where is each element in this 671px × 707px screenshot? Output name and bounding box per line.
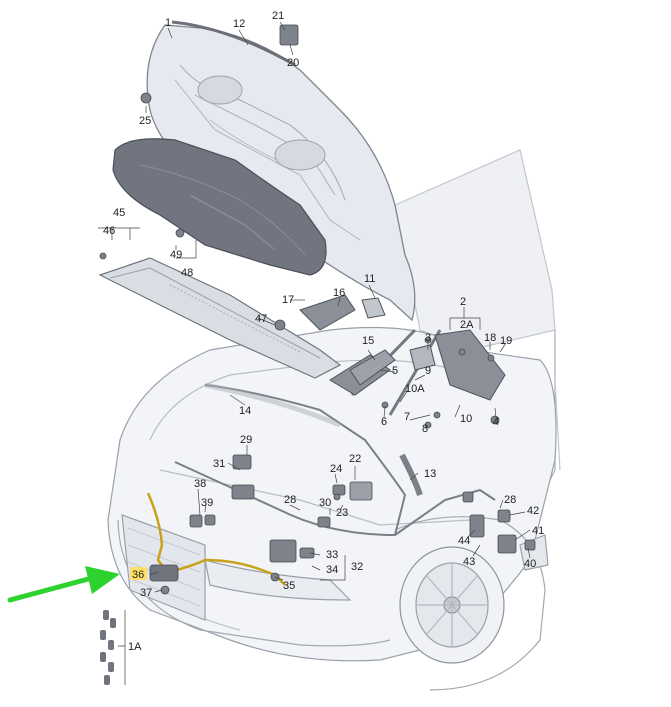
label-7: 7 (404, 411, 410, 423)
label-25: 25 (139, 115, 151, 127)
label-34: 34 (326, 564, 338, 576)
label-49: 49 (170, 249, 182, 261)
label-2: 2 (460, 296, 466, 308)
part-labels: 1 12 21 20 25 45 46 49 48 11 17 16 47 2 … (103, 10, 544, 653)
label-17: 17 (282, 294, 294, 306)
label-16: 16 (333, 287, 345, 299)
label-10: 10 (460, 413, 472, 425)
label-36: 36 (132, 569, 144, 581)
label-15: 15 (362, 335, 374, 347)
label-19: 19 (500, 335, 512, 347)
label-31: 31 (213, 458, 225, 470)
label-13: 13 (424, 468, 436, 480)
label-8: 8 (422, 423, 428, 435)
label-20: 20 (287, 57, 299, 69)
hood-panel (146, 20, 416, 322)
label-30: 30 (319, 497, 331, 509)
label-1: 1 (165, 17, 171, 29)
label-48: 48 (181, 267, 193, 279)
leader-lines (98, 21, 531, 685)
label-24: 24 (330, 463, 342, 475)
label-9: 9 (425, 365, 431, 377)
label-12: 12 (233, 18, 245, 30)
green-pointer-arrow (7, 566, 120, 603)
plenum-tray (98, 257, 342, 379)
label-46: 46 (103, 225, 115, 237)
insulation-pad (112, 138, 327, 276)
label-38: 38 (194, 478, 206, 490)
label-14: 14 (239, 405, 251, 417)
small-parts (99, 24, 536, 595)
label-33: 33 (326, 549, 338, 561)
label-45: 45 (113, 207, 125, 219)
label-40: 40 (524, 558, 536, 570)
label-44: 44 (458, 535, 470, 547)
car-body (107, 149, 561, 691)
label-21: 21 (272, 10, 284, 22)
label-39: 39 (201, 497, 213, 509)
label-29: 29 (240, 434, 252, 446)
label-23: 23 (336, 507, 348, 519)
label-28b: 28 (504, 494, 516, 506)
label-47: 47 (255, 313, 267, 325)
label-37: 37 (140, 587, 152, 599)
label-41: 41 (532, 525, 544, 537)
label-35: 35 (283, 580, 295, 592)
label-32: 32 (351, 561, 363, 573)
label-42: 42 (527, 505, 539, 517)
label-11: 11 (364, 273, 375, 285)
label-4: 4 (493, 416, 499, 428)
label-3: 3 (425, 332, 431, 344)
small-parts-set (100, 610, 116, 685)
label-10A: 10A (405, 383, 425, 395)
label-43: 43 (463, 556, 475, 568)
label-5: 5 (392, 365, 398, 377)
label-6: 6 (381, 416, 387, 428)
label-22: 22 (349, 453, 361, 465)
hood-hinges (299, 294, 506, 401)
label-18: 18 (484, 332, 496, 344)
label-28a: 28 (284, 494, 296, 506)
label-2A: 2A (460, 319, 474, 331)
callout-36-highlight (130, 567, 147, 580)
label-1A: 1A (128, 641, 142, 653)
